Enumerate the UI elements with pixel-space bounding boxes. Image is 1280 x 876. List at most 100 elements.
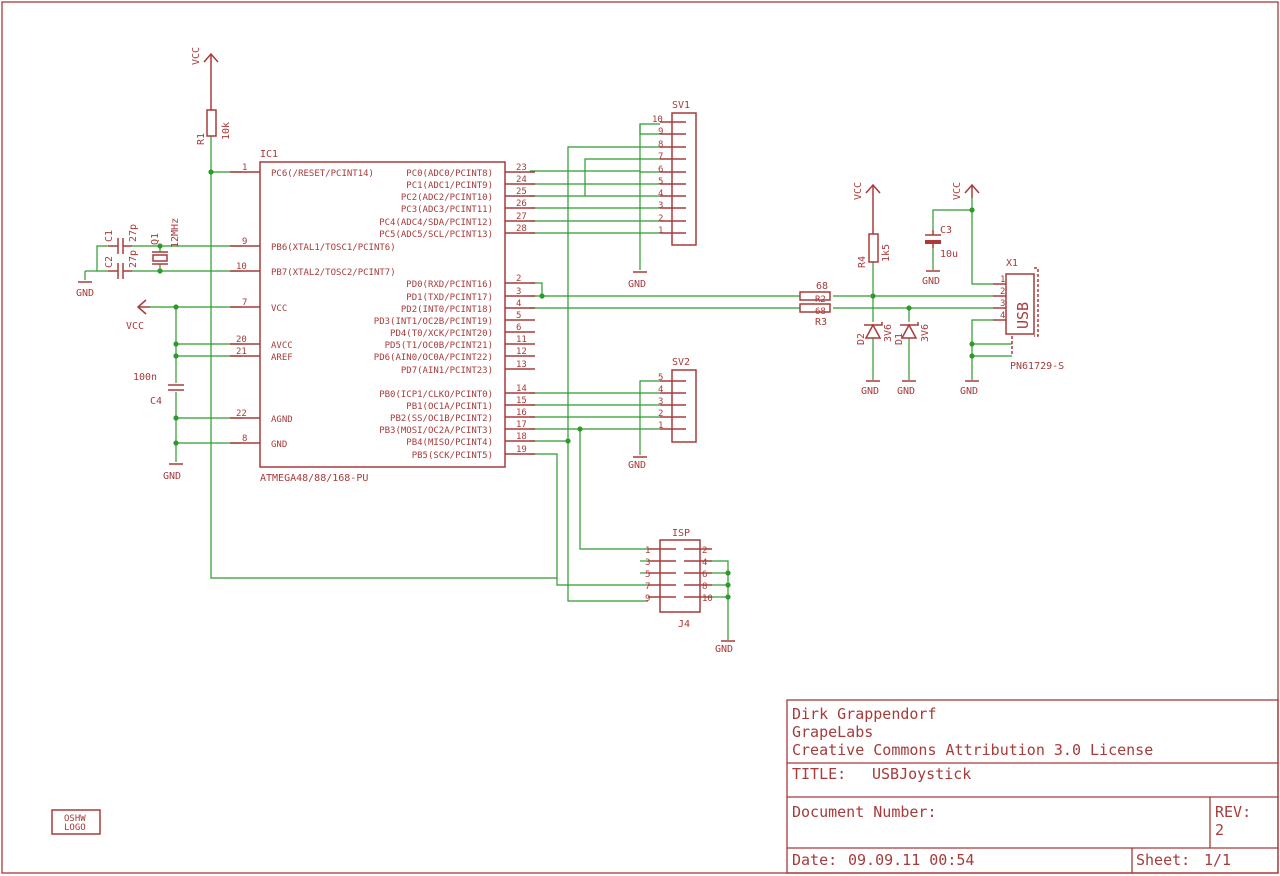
r1-name: R1: [196, 133, 207, 145]
j4-pin: 1: [645, 546, 650, 556]
ic1-right-pin-label: PB2(SS/OC1B/PCINT2): [390, 414, 493, 424]
ic1-right-pin-label: PD5(T1/OC0B/PCINT21): [385, 341, 493, 351]
sv2-pin: 1: [658, 421, 663, 431]
sv1-pin: 1: [658, 226, 663, 236]
q1-value: 12MHz: [170, 218, 181, 248]
sv2-pin: 4: [658, 385, 663, 395]
ic1-right-pin-label: PC2(ADC2/PCINT10): [401, 193, 493, 203]
r3-name: R3: [815, 317, 827, 328]
ic1-right-pin-num: 23: [516, 163, 527, 173]
x1-pin: 1: [1000, 275, 1005, 285]
q1-crystal: Q1 12MHz: [150, 218, 181, 265]
gnd-symbol: GND: [628, 456, 647, 471]
ic1-right-pin-label: PD1(TXD/PCINT17): [406, 293, 493, 303]
ic1-left-pin-num: 22: [236, 409, 247, 419]
j4-pin: 3: [645, 558, 650, 568]
ic1-right-pin-num: 26: [516, 199, 527, 209]
d2-name: D2: [856, 333, 867, 345]
j4-pin: 6: [702, 570, 707, 580]
gnd-label: GND: [628, 460, 646, 471]
q1-name: Q1: [150, 233, 161, 245]
gnd-label: GND: [715, 644, 733, 655]
r4-name: R4: [857, 256, 868, 268]
ic1-left-pin-label: VCC: [271, 304, 287, 314]
sv2-pin: 3: [658, 397, 663, 407]
ic1-right-pin-label: PC5(ADC5/SCL/PCINT13): [379, 230, 493, 240]
j4-isp-header: ISP J4 1 3 5 7 9 2 4 6 8 10: [645, 528, 713, 630]
sv1-pin: 3: [658, 201, 663, 211]
title-value: USBJoystick: [872, 765, 971, 783]
ic1-right-pin-label: PB5(SCK/PCINT5): [412, 451, 493, 461]
gnd-symbol: GND: [960, 380, 979, 397]
d1-zener-diode: D1 3V6: [894, 322, 931, 345]
ic1-right-pin-label: PB4(MISO/PCINT4): [406, 438, 493, 448]
ic1-right-pin-num: 2: [516, 274, 521, 284]
gnd-symbol: GND: [715, 640, 735, 655]
sheet-value: 1/1: [1204, 851, 1231, 869]
ic1-right-pin-num: 14: [516, 384, 527, 394]
c2-value: 27p: [128, 250, 139, 268]
company: GrapeLabs: [792, 723, 873, 741]
ic1-right-pin-num: 12: [516, 347, 527, 357]
ic1-left-pin-label: AREF: [271, 353, 293, 363]
nets: [84, 123, 1012, 640]
j4-name: ISP: [672, 528, 690, 539]
ic1-left-pin-label: PB6(XTAL1/TOSC1/PCINT6): [271, 243, 396, 253]
c3-value: 10u: [940, 249, 958, 260]
sheet-label: Sheet:: [1136, 851, 1190, 869]
c2-name: C2: [104, 256, 115, 268]
ic1-left-pin-num: 7: [242, 298, 247, 308]
x1-pin: 2: [1000, 287, 1005, 297]
ic1-right-pin-label: PD4(T0/XCK/PCINT20): [390, 329, 493, 339]
gnd-symbol: GND: [628, 271, 647, 290]
ic1-right-pin-num: 28: [516, 224, 527, 234]
gnd-label: GND: [897, 386, 915, 397]
sv2-pin: 5: [658, 373, 663, 383]
ic1-name: IC1: [260, 149, 278, 160]
j4-pin: 5: [645, 570, 650, 580]
ic1-right-pin-label: PD2(INT0/PCINT18): [401, 305, 493, 315]
x1-body-label: USB: [1014, 302, 1032, 329]
j4-pin: 2: [702, 546, 707, 556]
ic1-left-pin-num: 1: [242, 163, 247, 173]
vcc-label: VCC: [853, 182, 864, 200]
sv1-pin: 9: [658, 127, 663, 137]
r1-resistor: R1 10k: [196, 109, 232, 145]
ic1-left-pin-num: 20: [236, 335, 247, 345]
gnd-label: GND: [163, 471, 181, 482]
x1-value: PN61729-S: [1010, 361, 1064, 372]
x1-name: X1: [1006, 258, 1018, 269]
r1-value: 10k: [221, 122, 232, 140]
c2-capacitor: C2 27p: [104, 250, 139, 279]
ic1-right-pin-num: 16: [516, 408, 527, 418]
ic1-left-pin-num: 9: [242, 237, 247, 247]
sv1-header: SV1 10 9 8 7 6 5 4 3 2 1: [652, 100, 697, 246]
ic1-right-pin-num: 4: [516, 299, 521, 309]
j4-pin: 9: [645, 594, 650, 604]
ic1-left-pin-num: 10: [236, 262, 247, 272]
r2-name: R2: [815, 295, 826, 305]
ic1-left-pin-label: GND: [271, 440, 287, 450]
vcc-label: VCC: [952, 182, 963, 200]
r2-resistor: 68 R2: [799, 281, 831, 305]
ic1-right-pin-label: PD6(AIN0/OC0A/PCINT22): [374, 353, 493, 363]
vcc-symbol: VCC: [126, 299, 150, 332]
ic1-right-pin-label: PB3(MOSI/OC2A/PCINT3): [379, 426, 493, 436]
d2-value: 3V6: [883, 324, 894, 342]
c3-capacitor: C3 10u: [925, 225, 958, 260]
ic1-left-pin-label: AGND: [271, 415, 293, 425]
title-label: TITLE:: [792, 765, 846, 783]
ic1-right-pin-num: 11: [516, 335, 527, 345]
sv1-name: SV1: [672, 100, 690, 111]
gnd-symbol: GND: [922, 270, 940, 287]
ic1-right-pin-num: 18: [516, 432, 527, 442]
gnd-symbol: GND: [163, 463, 183, 482]
ic1-right-pin-label: PC3(ADC3/PCINT11): [401, 205, 493, 215]
d2-zener-diode: D2 3V6: [856, 322, 894, 345]
author: Dirk Grappendorf: [792, 705, 937, 723]
vcc-label: VCC: [126, 321, 144, 332]
ic1-left-pin-label: PB7(XTAL2/TOSC2/PCINT7): [271, 268, 396, 278]
sv1-pin: 6: [658, 165, 663, 175]
c4-capacitor: 100n C4: [133, 372, 184, 407]
